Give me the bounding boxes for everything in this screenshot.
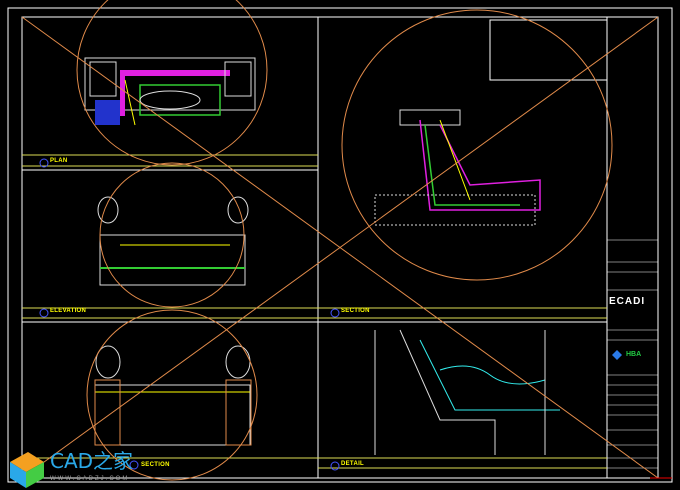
firm-logo: ECADI (609, 296, 646, 307)
section-view-drawing (94, 345, 252, 446)
view-title-section: SECTION (341, 308, 370, 314)
plan-view-drawing (84, 57, 256, 126)
watermark-url: WWW.CADZJ.COM (50, 476, 130, 482)
view-title-detail: DETAIL (341, 461, 365, 467)
view-number-circles (39, 158, 340, 471)
view-title-section-left: SECTION (141, 462, 170, 468)
view-title-lines (22, 154, 607, 469)
cad-logo-cube (10, 452, 44, 488)
sheet-frame (7, 7, 673, 483)
view-title-elevation: ELEVATION (50, 308, 87, 314)
title-block-rows (607, 239, 658, 469)
partner-logo: HBA (626, 351, 642, 358)
large-section-drawing (374, 109, 541, 226)
hba-logo-mark (612, 350, 622, 360)
view-title-plan: PLAN (50, 158, 68, 164)
watermark-brand: CAD之家 (50, 449, 134, 473)
detail-view-drawing (374, 329, 560, 455)
cancel-cross-markup (21, 0, 659, 481)
elevation-view-drawing (97, 196, 249, 286)
